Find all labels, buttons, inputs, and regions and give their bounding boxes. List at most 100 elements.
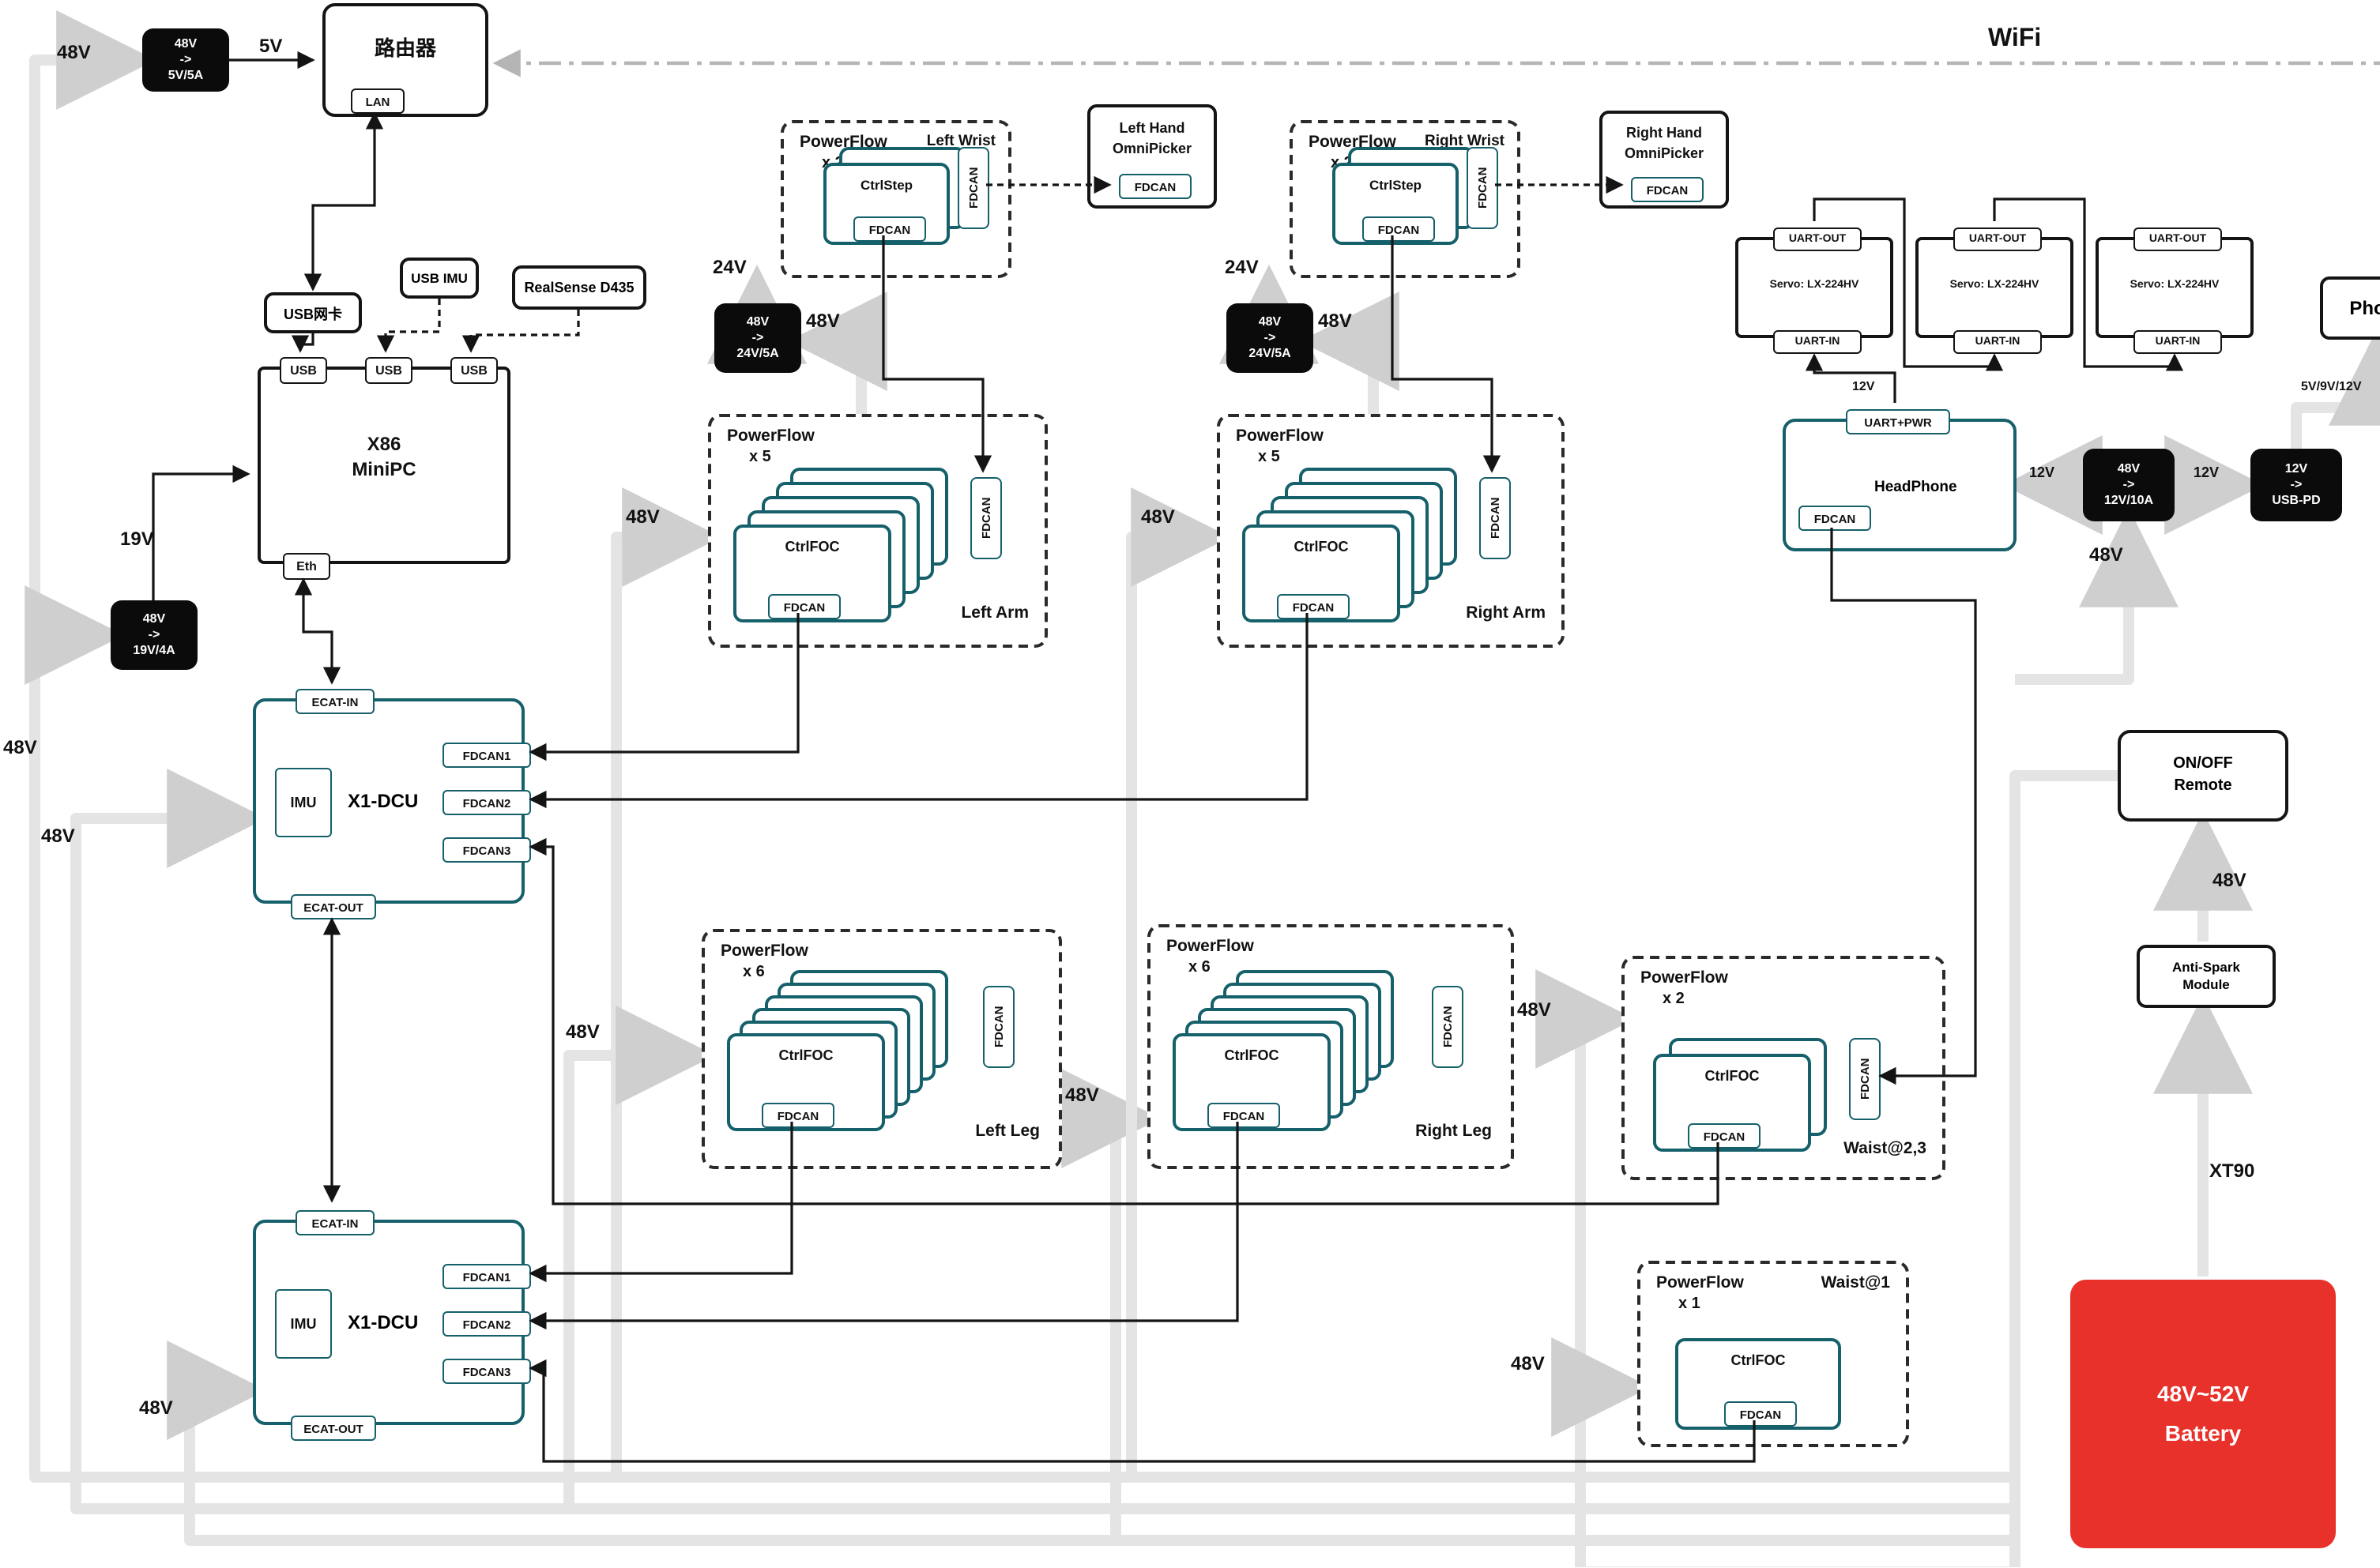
fdcan-port-vertical: FDCAN <box>1467 147 1498 229</box>
fdcan2-port: FDCAN2 <box>442 1311 531 1337</box>
data-line <box>529 1359 1756 1463</box>
hand-title-line2: OmniPicker <box>1624 145 1704 161</box>
converter-in-label: 48V <box>142 611 166 626</box>
powerflow-left-leg: PowerFlow x 6 CtrlFOC FDCAN FDCAN Left L… <box>702 929 1062 1169</box>
label-48v-onoff: 48V <box>2212 869 2246 891</box>
powerflow-right-leg: PowerFlow x 6 CtrlFOC FDCAN FDCAN Right … <box>1147 924 1514 1169</box>
fdcan3-port: FDCAN3 <box>442 1359 531 1384</box>
ctrlfoc-label: CtrlFOC <box>1704 1068 1760 1084</box>
ctrlfoc-label: CtrlFOC <box>778 1047 834 1063</box>
label-12v-headphone: 12V <box>2029 464 2055 480</box>
servo-box-2: UART-OUT Servo: LX-224HV UART-IN <box>1915 227 2073 354</box>
ctrlfoc-label: CtrlFOC <box>1224 1047 1279 1063</box>
data-line <box>303 111 384 291</box>
converter-out-label: 24V/5A <box>736 346 779 360</box>
power-line <box>1061 1069 1162 1540</box>
powerflow-card-front: CtrlFOC FDCAN <box>1653 1054 1811 1152</box>
data-line <box>294 577 341 685</box>
power-line <box>2291 325 2380 449</box>
uart-out-port: UART-OUT <box>1773 227 1862 251</box>
powerflow-card-front: CtrlFOC FDCAN <box>1242 525 1400 622</box>
fdcan-port-vertical: FDCAN <box>1432 986 1463 1068</box>
fdcan-port: FDCAN <box>768 594 841 619</box>
imu-module: IMU <box>275 1289 332 1359</box>
label-48v-leg-left: 48V <box>566 1021 600 1043</box>
dashed-line <box>376 299 441 353</box>
powerflow-count: x 5 <box>1258 449 1280 466</box>
label-48v-waist23: 48V <box>1517 998 1551 1021</box>
dashed-line <box>461 310 580 353</box>
converter-arrow: -> <box>2290 477 2303 491</box>
label-24v-left: 24V <box>713 256 747 278</box>
right-hand-box: Right Hand OmniPicker FDCAN <box>1599 111 1729 209</box>
servo-label: Servo: LX-224HV <box>1769 280 1859 291</box>
converter-48v-to-24v-right: 48V -> 24V/5A <box>1226 303 1313 373</box>
converter-arrow: -> <box>148 627 160 641</box>
ecat-out-port: ECAT-OUT <box>291 894 376 919</box>
label-48v-12vconv: 48V <box>2089 543 2123 566</box>
uart-in-port: UART-IN <box>1953 330 2042 354</box>
powerflow-tag: Waist@1 <box>1821 1273 1890 1292</box>
converter-arrow: -> <box>1263 330 1276 344</box>
fdcan-port: FDCAN <box>1631 177 1704 202</box>
router-title: 路由器 <box>374 36 436 60</box>
powerflow-waist1: PowerFlow x 1 Waist@1 CtrlFOC FDCAN <box>1637 1261 1909 1447</box>
fdcan-port: FDCAN <box>762 1103 834 1128</box>
converter-in-label: 12V <box>2284 461 2308 476</box>
fdcan-port-vertical: FDCAN <box>970 477 1002 559</box>
powerflow-tag: Left Arm <box>961 604 1029 622</box>
converter-arrow: -> <box>2122 477 2135 491</box>
label-xt90: XT90 <box>2209 1160 2255 1182</box>
label-12v-usbpd: 12V <box>2194 464 2220 480</box>
converter-out-label: USB-PD <box>2272 493 2321 507</box>
power-line <box>563 1006 716 1509</box>
ctrlfoc-label: CtrlFOC <box>785 539 840 555</box>
converter-arrow: -> <box>751 330 764 344</box>
antispark-line1: Anti-Spark <box>2172 958 2240 975</box>
converter-in-label: 48V <box>1258 314 1282 329</box>
powerflow-count: x 1 <box>1678 1295 1700 1313</box>
fdcan-port-vertical: FDCAN <box>1479 477 1511 559</box>
label-5v9v12v: 5V/9V/12V <box>2301 379 2362 393</box>
data-line <box>152 464 250 600</box>
label-12v-servo-feed: 12V <box>1852 379 1875 393</box>
converter-out-label: 5V/5A <box>168 68 204 82</box>
label-24v-right: 24V <box>1225 256 1259 278</box>
onoff-remote-box: ON/OFF Remote <box>2118 730 2288 822</box>
ecat-in-port: ECAT-IN <box>296 1210 375 1235</box>
powerflow-count: x 2 <box>1663 991 1685 1008</box>
fdcan-port: FDCAN <box>853 216 926 242</box>
converter-48v-to-24v-left: 48V -> 24V/5A <box>714 303 801 373</box>
fdcan-port: FDCAN <box>1277 594 1350 619</box>
fdcan-port: FDCAN <box>1798 506 1871 531</box>
battery-line2: Battery <box>2164 1420 2242 1446</box>
powerflow-left-arm: PowerFlow x 5 CtrlFOC FDCAN FDCAN Left A… <box>708 414 1048 648</box>
ecat-in-port: ECAT-IN <box>296 689 375 714</box>
label-48v-dcu1-feed: 48V <box>41 825 75 847</box>
powerflow-count: x 5 <box>749 449 771 466</box>
powerflow-right-arm: PowerFlow x 5 CtrlFOC FDCAN FDCAN Right … <box>1217 414 1565 648</box>
converter-48v-to-19v: 48V -> 19V/4A <box>111 600 198 670</box>
antispark-line2: Module <box>2182 976 2230 992</box>
converter-out-label: 24V/5A <box>1248 346 1291 360</box>
servo-box-1: UART-OUT Servo: LX-224HV UART-IN <box>1735 227 1893 354</box>
powerflow-title: PowerFlow <box>721 942 808 961</box>
usb-imu-box: USB IMU <box>400 258 479 299</box>
battery-box: 48V~52V Battery <box>2070 1280 2336 1548</box>
label-48v-waist1: 48V <box>1511 1352 1545 1374</box>
powerflow-title: PowerFlow <box>1656 1273 1744 1292</box>
label-48v-topleft: 48V <box>57 41 91 63</box>
powerflow-card-front: CtrlFOC FDCAN <box>1173 1033 1331 1131</box>
ecat-out-port: ECAT-OUT <box>291 1416 376 1441</box>
hand-title-line2: OmniPicker <box>1112 141 1192 156</box>
power-line <box>787 291 887 414</box>
powerflow-card-front: CtrlStep FDCAN <box>1332 163 1459 245</box>
x1-dcu-lower: X1-DCU ECAT-IN IMU FDCAN1 FDCAN2 FDCAN3 … <box>253 1210 531 1441</box>
fdcan-port: FDCAN <box>1724 1401 1797 1427</box>
ctrlstep-label: CtrlStep <box>860 177 913 193</box>
fdcan-port-vertical: FDCAN <box>1849 1038 1881 1120</box>
power-line <box>611 487 722 1477</box>
label-19v: 19V <box>120 528 154 550</box>
headphone-box: HeadPhone UART+PWR FDCAN <box>1783 409 2017 551</box>
power-line <box>1299 291 1399 414</box>
